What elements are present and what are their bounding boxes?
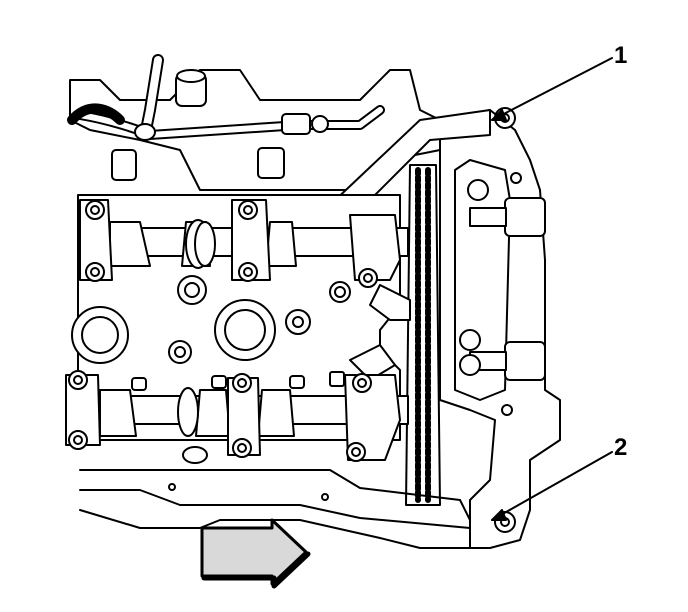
callout-1-label: 1 [614,42,628,69]
cap-bolt-inner [363,273,373,283]
fuel-tube-inner [77,107,383,138]
direction-arrow-shadow [201,551,311,589]
cap-bolt-inner [73,375,83,385]
direction-arrow-icon [200,518,308,586]
cover-hole [510,172,522,184]
solenoid-lower-bolt [459,354,481,376]
lower-cam-lobe [195,389,231,437]
cover-hole [501,404,513,416]
sensor-top [176,69,206,83]
solenoid-lower [504,341,546,381]
tube-elbow-left [67,103,125,125]
cam-stud [329,371,345,387]
lower-bearing-cap-end [344,374,401,461]
plate-boss-inner [292,316,304,328]
solenoid-lower-bolt [459,329,481,351]
cylinder-head-base [79,469,471,549]
plate-boss-inner [174,346,186,358]
upper-bearing-cap [231,199,271,281]
timing-cover [439,109,561,549]
base-hole [321,493,329,501]
cam-stud [131,377,147,391]
plate-boss-inner [184,282,200,298]
cap-bolt-inner [237,443,247,453]
tube-fitting [134,123,156,141]
cap-bolt-inner [90,267,100,277]
cap-bolt-inner [73,435,83,445]
cap-bolt-inner [243,267,253,277]
tube-nut [311,115,329,133]
lower-cam-ring [177,387,199,437]
upper-bearing-cap-end [349,214,401,281]
spark-plug-well-inner [224,309,266,351]
cap-bolt-inner [334,286,346,298]
solenoid-upper [504,197,546,237]
upper-bearing-cap [79,199,113,281]
callout-1-leader [491,57,613,121]
base-lower-edge [79,489,471,529]
cam-stud [289,375,305,389]
cap-bolt-inner [243,205,253,215]
cap-bolt-inner [357,378,367,388]
base-hole [168,483,176,491]
spark-plug-well-inner [81,316,119,354]
callout-2-label: 2 [614,434,628,461]
lower-cam-lobe [99,389,137,437]
solenoid-upper-bolt [467,179,489,201]
callout-1-arrowhead [491,109,507,121]
lower-cam-ring [182,446,208,464]
solenoid-upper-stem [469,207,507,227]
cap-bolt-inner [351,447,361,457]
upper-cam-ring [194,221,216,267]
cam-stud [211,375,227,389]
chain-guide [405,164,441,506]
timing-cover-inner [454,159,511,401]
upper-cam-lobe [265,221,297,267]
callout-2-arrowhead [491,509,507,521]
timing-chain [415,167,431,503]
lower-bearing-cap [65,374,101,446]
cap-bolt-inner [237,378,247,388]
injector-left [111,149,137,181]
cap-bolt-inner [90,205,100,215]
tube-clamp [281,113,311,135]
callout-2-leader [491,451,613,521]
cam-sprocket-upper [369,284,411,321]
lower-cam-lobe [257,389,295,437]
injector-right [257,147,285,179]
